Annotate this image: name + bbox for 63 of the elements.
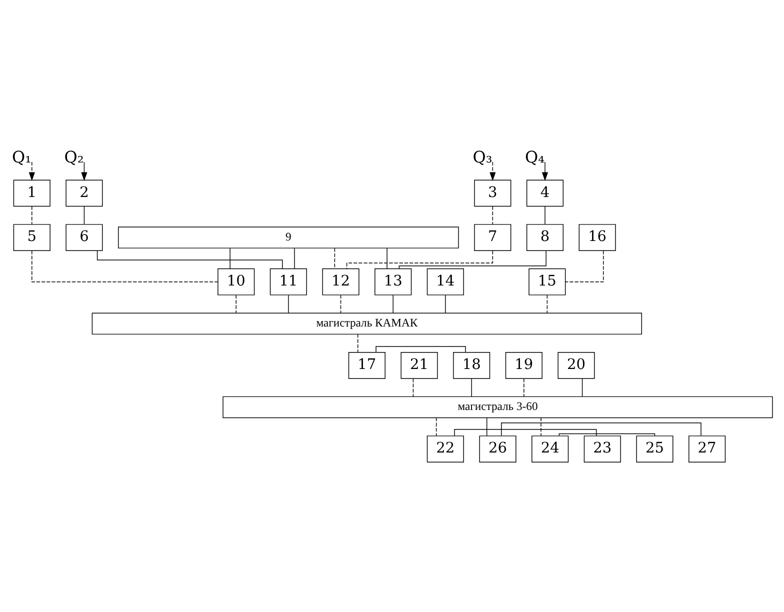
- connector: [546, 294, 548, 314]
- connector: [392, 294, 394, 314]
- connector: [445, 294, 446, 314]
- node-box: 2: [66, 180, 103, 207]
- node-box: 6: [66, 224, 103, 251]
- connector: [334, 248, 336, 270]
- node-box: 7: [474, 224, 512, 251]
- arrow: [28, 162, 35, 182]
- connector: [386, 248, 388, 270]
- connector: [540, 417, 542, 436]
- connector: [32, 250, 218, 282]
- node-box: 18: [453, 352, 490, 379]
- node-box: магистраль 3-60: [222, 396, 773, 418]
- edge-label: Q₃: [472, 148, 492, 167]
- connector: [288, 294, 289, 314]
- node-box: магистраль КАМАК: [92, 312, 642, 335]
- node-box: 9: [118, 226, 459, 248]
- connector: [96, 250, 283, 270]
- connector: [486, 417, 488, 436]
- connector: [471, 378, 472, 397]
- connector: [398, 250, 546, 269]
- node-box: 17: [348, 352, 386, 379]
- node-box: 10: [218, 268, 255, 296]
- arrow: [542, 162, 548, 182]
- node-box: 15: [528, 268, 566, 296]
- arrow: [490, 162, 496, 182]
- connector: [340, 294, 342, 314]
- connector: [346, 250, 494, 270]
- connector: [84, 206, 85, 225]
- node-box: 27: [688, 436, 726, 462]
- node-box: 14: [426, 268, 464, 296]
- connector: [582, 378, 583, 397]
- node-box: 19: [505, 352, 542, 379]
- node-box: 24: [532, 436, 569, 462]
- connector: [565, 250, 604, 282]
- node-box: 25: [636, 436, 674, 462]
- connector: [412, 378, 414, 397]
- node-box: 1: [13, 180, 50, 207]
- connector: [294, 248, 295, 270]
- connector: [436, 417, 437, 436]
- arrow: [81, 162, 88, 182]
- node-box: 26: [479, 436, 516, 462]
- node-box: 3: [474, 180, 512, 207]
- connector: [357, 334, 358, 353]
- node-box: 5: [13, 224, 50, 251]
- edge-label: Q₂: [64, 148, 84, 167]
- connector: [376, 346, 466, 353]
- connector: [492, 206, 494, 225]
- node-box: 21: [400, 352, 438, 379]
- node-box: 12: [322, 268, 360, 296]
- node-box: 22: [426, 436, 464, 462]
- node-box: 16: [578, 224, 616, 251]
- node-box: 8: [526, 224, 564, 251]
- connector: [454, 429, 597, 436]
- node-box: 20: [558, 352, 595, 379]
- node-box: 11: [270, 268, 307, 296]
- edge-label: Q₁: [12, 148, 32, 167]
- node-box: 4: [526, 180, 564, 207]
- node-box: 13: [374, 268, 412, 296]
- connector: [544, 206, 546, 225]
- node-box: 23: [584, 436, 621, 462]
- connector: [558, 433, 656, 436]
- edge-label: Q₄: [525, 148, 545, 167]
